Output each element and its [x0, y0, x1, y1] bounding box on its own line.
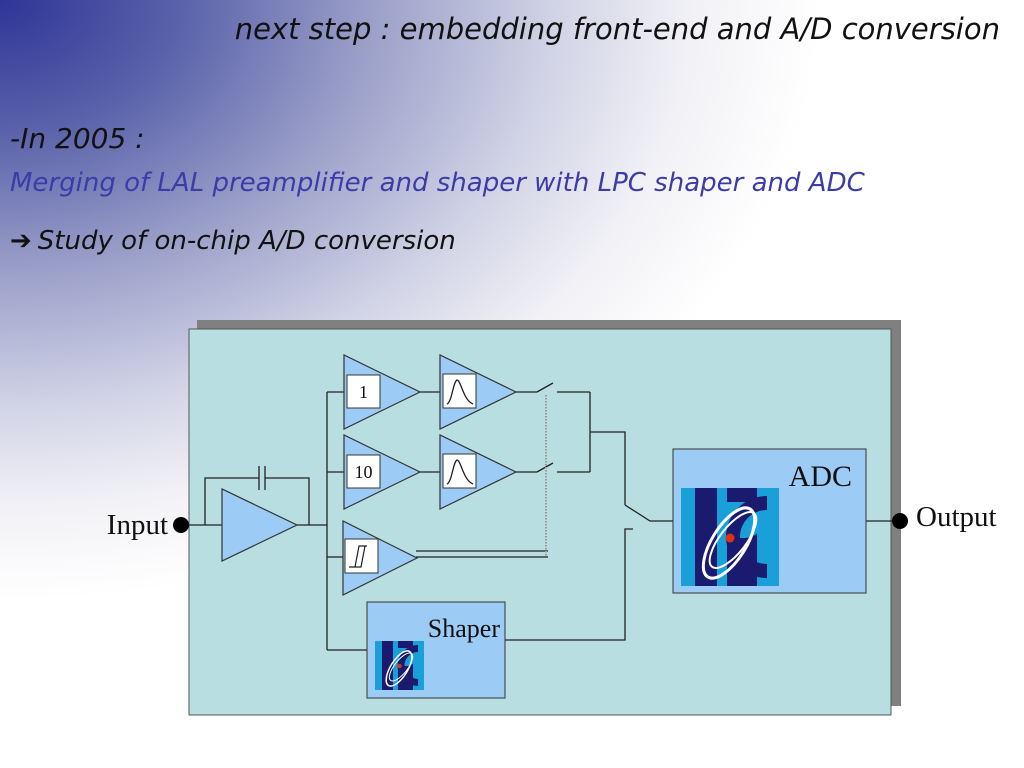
gain-1-amplifier — [343, 354, 422, 430]
lpc-logo-small — [374, 640, 425, 691]
output-terminal — [892, 513, 908, 529]
hysteresis-icon — [349, 545, 367, 568]
gain-10-amplifier — [343, 434, 422, 510]
shaper-label: Shaper — [428, 614, 501, 643]
slide-title: next step : embedding front-end and A/D … — [234, 12, 1000, 46]
gain-1-label: 1 — [359, 382, 368, 402]
pulse-shape-icon — [446, 379, 474, 405]
study-text: Study of on-chip A/D conversion — [37, 226, 456, 256]
lpc-logo-large — [679, 486, 781, 588]
arrow-icon: ➔ — [10, 226, 32, 256]
year-line: -In 2005 : — [10, 122, 145, 155]
output-label: Output — [916, 501, 997, 533]
merge-line: Merging of LAL preamplifier and shaper w… — [10, 168, 865, 198]
gain-10-label: 10 — [355, 462, 373, 482]
study-line: ➔Study of on-chip A/D conversion — [10, 226, 456, 256]
adc-label: ADC — [789, 460, 852, 493]
input-terminal — [173, 517, 189, 533]
pulse-shape-icon — [446, 459, 474, 485]
input-label: Input — [107, 509, 168, 541]
preamplifier — [221, 488, 299, 562]
